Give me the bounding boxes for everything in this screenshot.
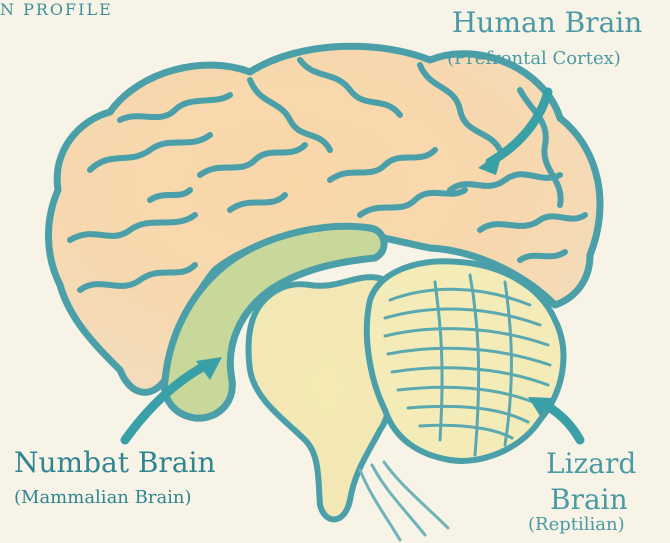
human-brain-title: Human Brain — [452, 6, 642, 39]
lizard-brain-subtitle: (Reptilian) — [528, 514, 625, 535]
numbat-brain-subtitle: (Mammalian Brain) — [14, 487, 192, 508]
human-brain-subtitle: (Prefrontal Cortex) — [447, 48, 621, 69]
lizard-brain-title-line2: Brain — [550, 483, 628, 516]
numbat-brain-title: Numbat Brain — [14, 446, 216, 479]
spinal-strands — [360, 462, 448, 540]
header-text: N PROFILE — [0, 0, 113, 19]
lizard-brain-title-line1: Lizard — [546, 447, 636, 480]
